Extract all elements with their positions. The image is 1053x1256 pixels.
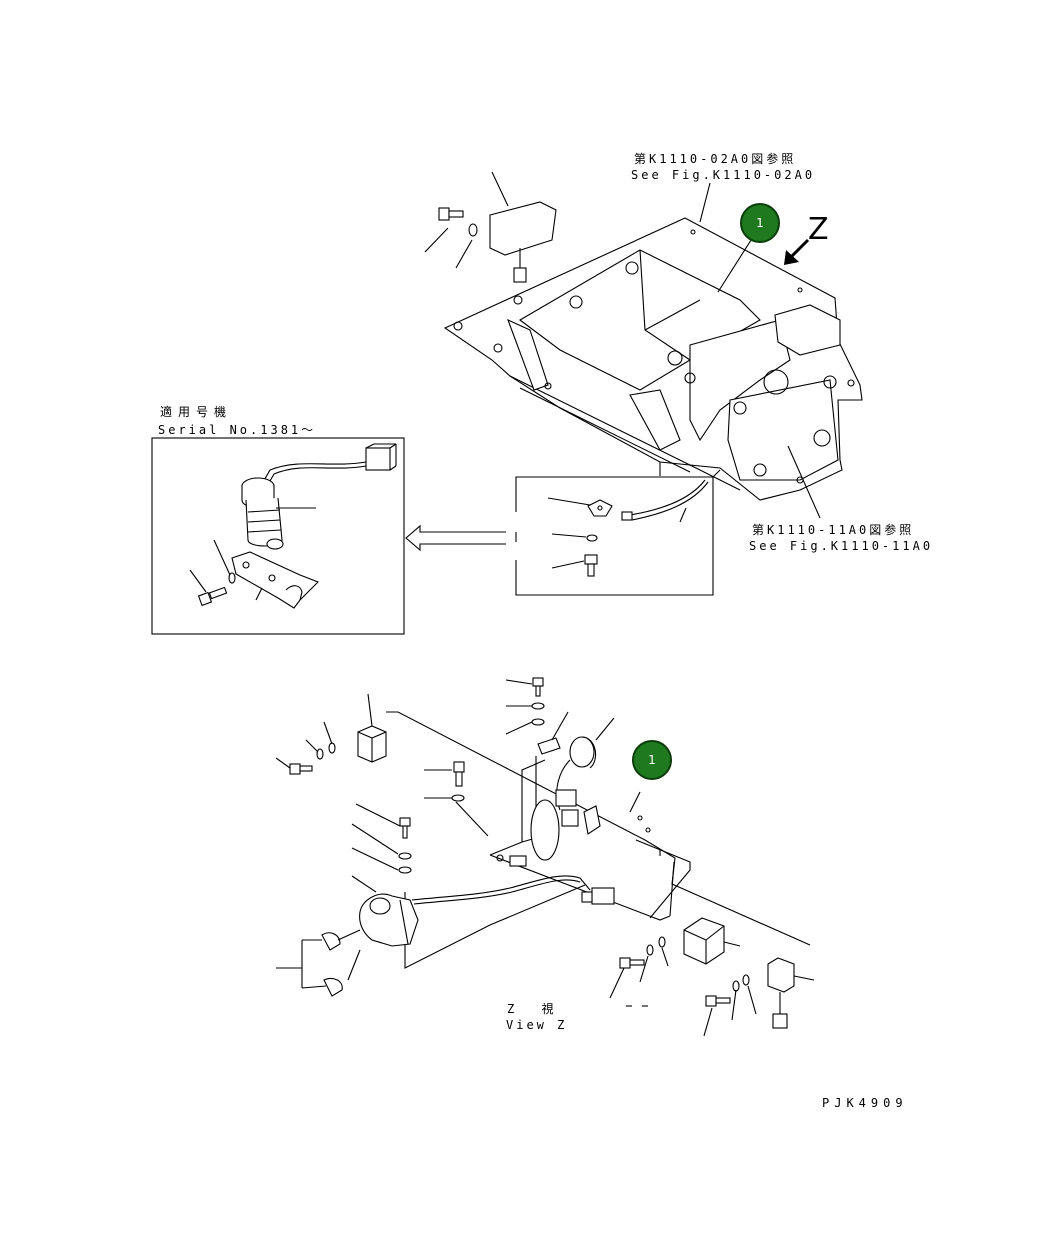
- top-relay: [489, 201, 557, 256]
- view-z-leaders: [275, 679, 815, 1037]
- frame-bracket-left: [507, 318, 549, 391]
- frame-bracket-mid: [629, 389, 681, 451]
- detail-arrow: [405, 524, 506, 552]
- detail-box-right: [515, 462, 721, 596]
- callout-badge-top: 1: [740, 203, 780, 243]
- ref-right-jp: 第K1110-11A0図参照: [752, 523, 915, 537]
- top-washer: [468, 223, 478, 237]
- top-frame-assembly: [443, 217, 863, 501]
- top-bolt: [438, 207, 464, 221]
- frame-corner-bracket: [774, 304, 841, 356]
- top-parts-cluster: [424, 171, 821, 519]
- drawing-code: PJK4909: [822, 1096, 908, 1110]
- callout-badge-bottom: 1: [632, 740, 672, 780]
- ref-right-en: See Fig.K1110-11A0: [749, 539, 934, 553]
- serial-en: Serial No.1381～: [158, 423, 317, 437]
- ref-top-jp: 第K1110-02A0図参照: [634, 152, 797, 166]
- view-z-relay-right: [683, 917, 725, 965]
- z-view-label: Z: [808, 212, 829, 247]
- frame-block-right: [727, 379, 839, 481]
- view-z-assembly: [275, 677, 815, 1037]
- z-view-arrow: [784, 238, 810, 265]
- serial-detail-box: [151, 437, 405, 635]
- view-z-en: View Z: [506, 1018, 568, 1032]
- view-z-relay-far-right: [767, 957, 795, 993]
- view-z-plate: [386, 711, 811, 946]
- serial-jp: 適用号機: [160, 405, 233, 419]
- top-relay-connector: [513, 267, 527, 283]
- ref-top-en: See Fig.K1110-02A0: [631, 168, 816, 182]
- view-z-jp: Z 視: [507, 1002, 564, 1016]
- horn: [569, 736, 595, 768]
